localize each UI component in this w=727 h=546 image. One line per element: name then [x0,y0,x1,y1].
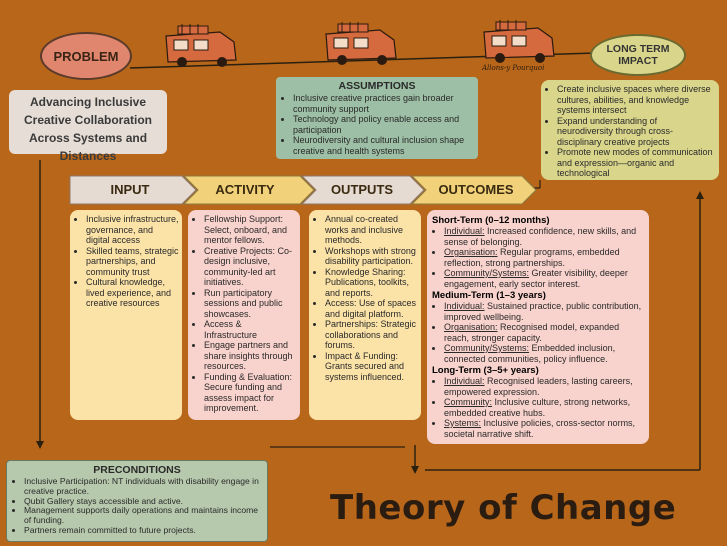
output-item: Access: Use of spaces and digital platfo… [325,298,418,319]
problem-label: PROBLEM [53,48,119,64]
impact-list: Create inclusive spaces where diverse cu… [545,84,715,179]
outcomes-medium-heading: Medium-Term (1–3 years) [432,290,546,301]
outcome-label: Individual: [444,226,485,236]
outcome-text: Regular programs, embedded reflection, s… [444,247,620,268]
output-item: Knowledge Sharing: Publications, toolkit… [325,267,418,299]
outcome-label: Organisation: [444,322,498,332]
van-illustration-1 [165,24,237,67]
assumptions-box: ASSUMPTIONS Inclusive creative practices… [276,77,478,159]
problem-statement-box: Advancing Inclusive Creative Collaborati… [9,90,167,163]
van-illustration-3 [483,20,555,63]
activity-list: Fellowship Support: Select, onboard, and… [192,214,297,414]
outcomes-long-list: Individual: Recognised leaders, lasting … [432,376,645,439]
precondition-item: Inclusive Participation: NT individuals … [24,476,262,497]
chevron-outputs [300,175,425,205]
impact-box: Create inclusive spaces where diverse cu… [541,80,719,180]
impact-label: LONG TERM IMPACT [606,43,670,67]
van-illustration-2 [325,22,397,65]
outcomes-short-list: Individual: Increased confidence, new sk… [432,226,645,289]
input-card: Inclusive infrastructure, governance, an… [70,210,182,420]
outcomes-long-heading: Long-Term (3–5+ years) [432,365,539,376]
outcomes-short-heading: Short-Term (0–12 months) [432,215,550,226]
outcome-text: Inclusive policies, cross-sector norms, … [444,418,636,439]
problem-oval: PROBLEM [40,32,132,80]
outputs-list: Annual co-created works and inclusive me… [313,214,418,382]
outcome-text: Sustained practice, public contribution,… [444,301,642,322]
outcome-label: Organisation: [444,247,498,257]
chevron-input [69,175,197,205]
outcome-text: Recognised leaders, lasting careers, emp… [444,376,633,397]
outcome-label: Systems: [444,418,482,428]
output-item: Partnerships: Strategic collaborations a… [325,319,418,351]
outcome-text: Embedded inclusion, connected communitie… [444,343,616,364]
activity-item: Funding & Evaluation: Secure funding and… [204,372,297,414]
activity-item: Engage partners and share insights throu… [204,340,297,372]
preconditions-list: Inclusive Participation: NT individuals … [12,476,262,536]
preconditions-title: PRECONDITIONS [93,464,181,476]
assumptions-list: Inclusive creative practices gain broade… [281,93,473,156]
assumption-item: Inclusive creative practices gain broade… [293,93,473,114]
activity-item: Run participatory sessions and public sh… [204,288,297,320]
stage-outputs-label: OUTPUTS [330,182,394,197]
output-item: Impact & Funding: Grants secured and sys… [325,351,418,383]
outputs-card: Annual co-created works and inclusive me… [309,210,421,420]
outcome-label: Community: [444,397,493,407]
outcome-text: Recognised model, expanded reach, strong… [444,322,620,343]
precondition-item: Management supports daily operations and… [24,506,262,526]
assumption-item: Technology and policy enable access and … [293,114,473,135]
outcome-text: Greater visibility, deeper engagement, e… [444,268,628,289]
impact-item: Create inclusive spaces where diverse cu… [557,84,715,116]
outcome-label: Community/Systems: [444,268,530,278]
input-item: Cultural knowledge, lived experience, an… [86,277,179,309]
outcome-item: Community: Inclusive culture, strong net… [444,397,645,418]
assumptions-title: ASSUMPTIONS [338,80,416,92]
precondition-item: Qubit Gallery stays accessible and activ… [24,496,262,507]
outcome-item: Individual: Recognised leaders, lasting … [444,376,645,397]
outcome-text: Inclusive culture, strong networks, embe… [444,397,631,418]
outcome-item: Organisation: Regular programs, embedded… [444,247,645,268]
precondition-item: Partners remain committed to future proj… [24,525,262,536]
road-sign-text: Allons-y Pourquoi [482,64,545,72]
activity-item: Access & Infrastructure [204,319,297,340]
input-list: Inclusive infrastructure, governance, an… [74,214,179,309]
stage-outcomes-label: OUTCOMES [438,182,514,197]
outcome-item: Individual: Sustained practice, public c… [444,301,645,322]
impact-item: Expand understanding of neurodiversity t… [557,116,715,148]
outcome-item: Community/Systems: Embedded inclusion, c… [444,343,645,364]
activity-card: Fellowship Support: Select, onboard, and… [188,210,300,420]
outcome-item: Community/Systems: Greater visibility, d… [444,268,645,289]
assumption-item: Neurodiversity and cultural inclusion sh… [293,135,473,156]
activity-item: Creative Projects: Co-design inclusive, … [204,246,297,288]
input-item: Inclusive infrastructure, governance, an… [86,214,179,246]
chevron-outcomes [410,175,537,205]
outcome-item: Systems: Inclusive policies, cross-secto… [444,418,645,439]
stage-activity-label: ACTIVITY [215,182,275,197]
outcome-item: Individual: Increased confidence, new sk… [444,226,645,247]
impact-item: Promote new modes of communication and e… [557,147,715,179]
output-item: Workshops with strong disability partici… [325,246,418,267]
problem-statement: Advancing Inclusive Creative Collaborati… [23,95,153,163]
outcome-text: Increased confidence, new skills, and se… [444,226,637,247]
outcome-label: Community/Systems: [444,343,530,353]
preconditions-box: PRECONDITIONS Inclusive Participation: N… [6,460,268,542]
outcome-label: Individual: [444,376,485,386]
outcome-label: Individual: [444,301,485,311]
outcomes-card: Short-Term (0–12 months) Individual: Inc… [427,210,649,444]
outcomes-medium-list: Individual: Sustained practice, public c… [432,301,645,364]
outcome-item: Organisation: Recognised model, expanded… [444,322,645,343]
input-item: Skilled teams, strategic partnerships, a… [86,246,179,278]
stage-input-label: INPUT [110,182,150,197]
impact-oval: LONG TERM IMPACT [590,34,686,76]
chevron-activity [182,175,315,205]
activity-item: Fellowship Support: Select, onboard, and… [204,214,297,246]
output-item: Annual co-created works and inclusive me… [325,214,418,246]
main-title: Theory of Change [330,488,677,528]
